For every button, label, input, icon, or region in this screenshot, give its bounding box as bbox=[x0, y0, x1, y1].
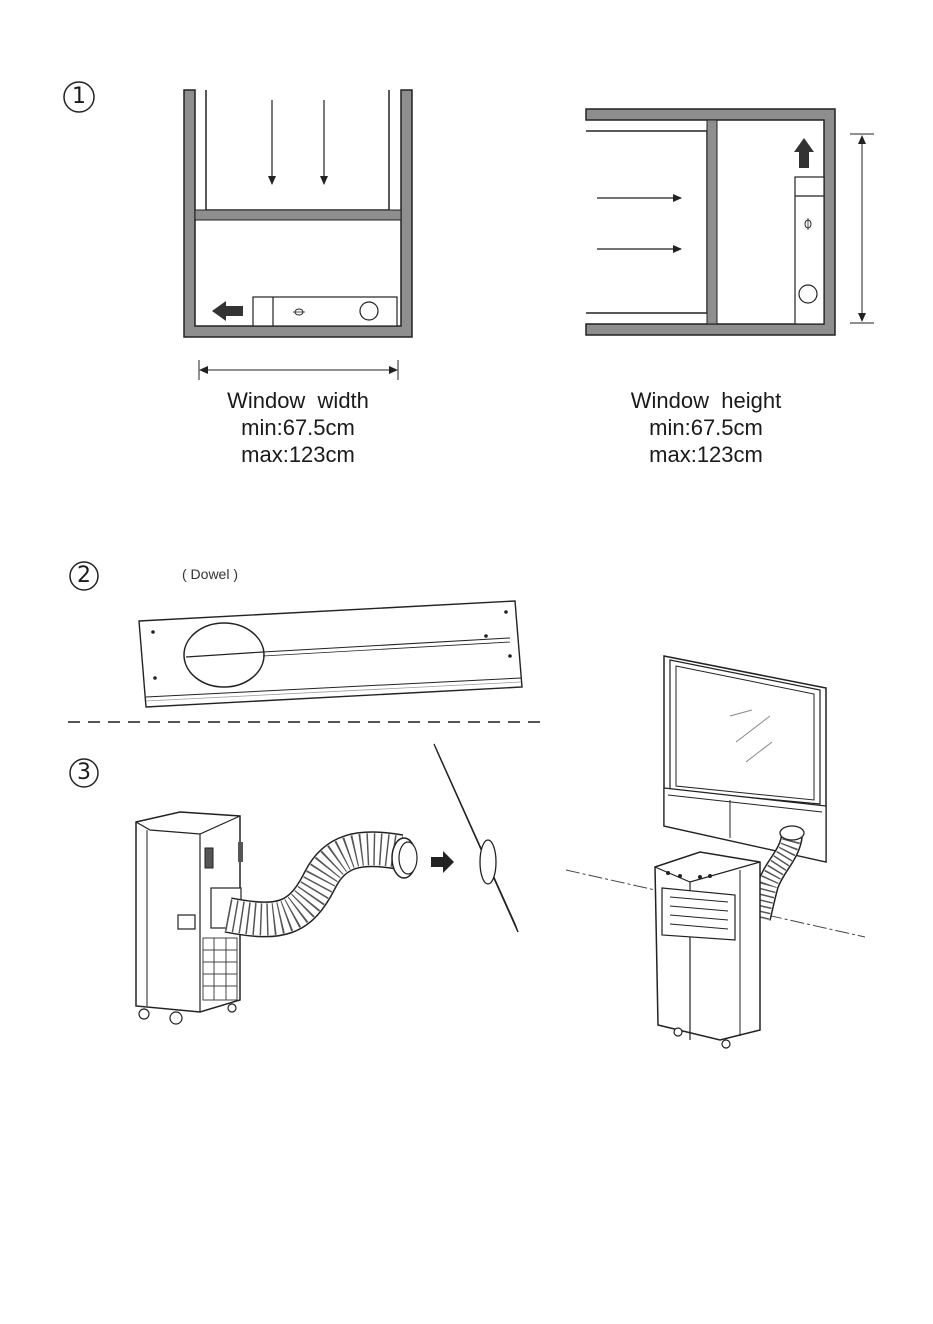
window-kit-panel-vertical bbox=[795, 177, 824, 324]
window-slider-panel bbox=[139, 601, 522, 707]
step-1-number: 1 bbox=[64, 83, 94, 110]
dowel-label: ( Dowel ) bbox=[182, 566, 238, 582]
slider-panel-edge-view bbox=[434, 744, 518, 932]
window-height-diagram bbox=[586, 109, 874, 335]
installed-window-scene bbox=[566, 656, 865, 1048]
window-height-min: min:67.5cm bbox=[586, 414, 826, 441]
window-height-title: Window height bbox=[586, 387, 826, 414]
ac-unit-side-view bbox=[136, 812, 243, 1024]
window-kit-panel bbox=[253, 297, 397, 326]
window-width-max: max:123cm bbox=[178, 441, 418, 468]
connect-arrow-icon bbox=[431, 851, 454, 873]
exhaust-hose bbox=[228, 838, 417, 919]
window-width-title: Window width bbox=[178, 387, 418, 414]
window-width-min: min:67.5cm bbox=[178, 414, 418, 441]
window-width-diagram bbox=[184, 90, 412, 380]
window-height-max: max:123cm bbox=[586, 441, 826, 468]
slide-up-arrow-icon bbox=[794, 138, 814, 168]
step-3-number: 3 bbox=[70, 759, 98, 786]
slide-left-arrow-icon bbox=[212, 301, 243, 321]
step-2-number: 2 bbox=[70, 562, 98, 589]
